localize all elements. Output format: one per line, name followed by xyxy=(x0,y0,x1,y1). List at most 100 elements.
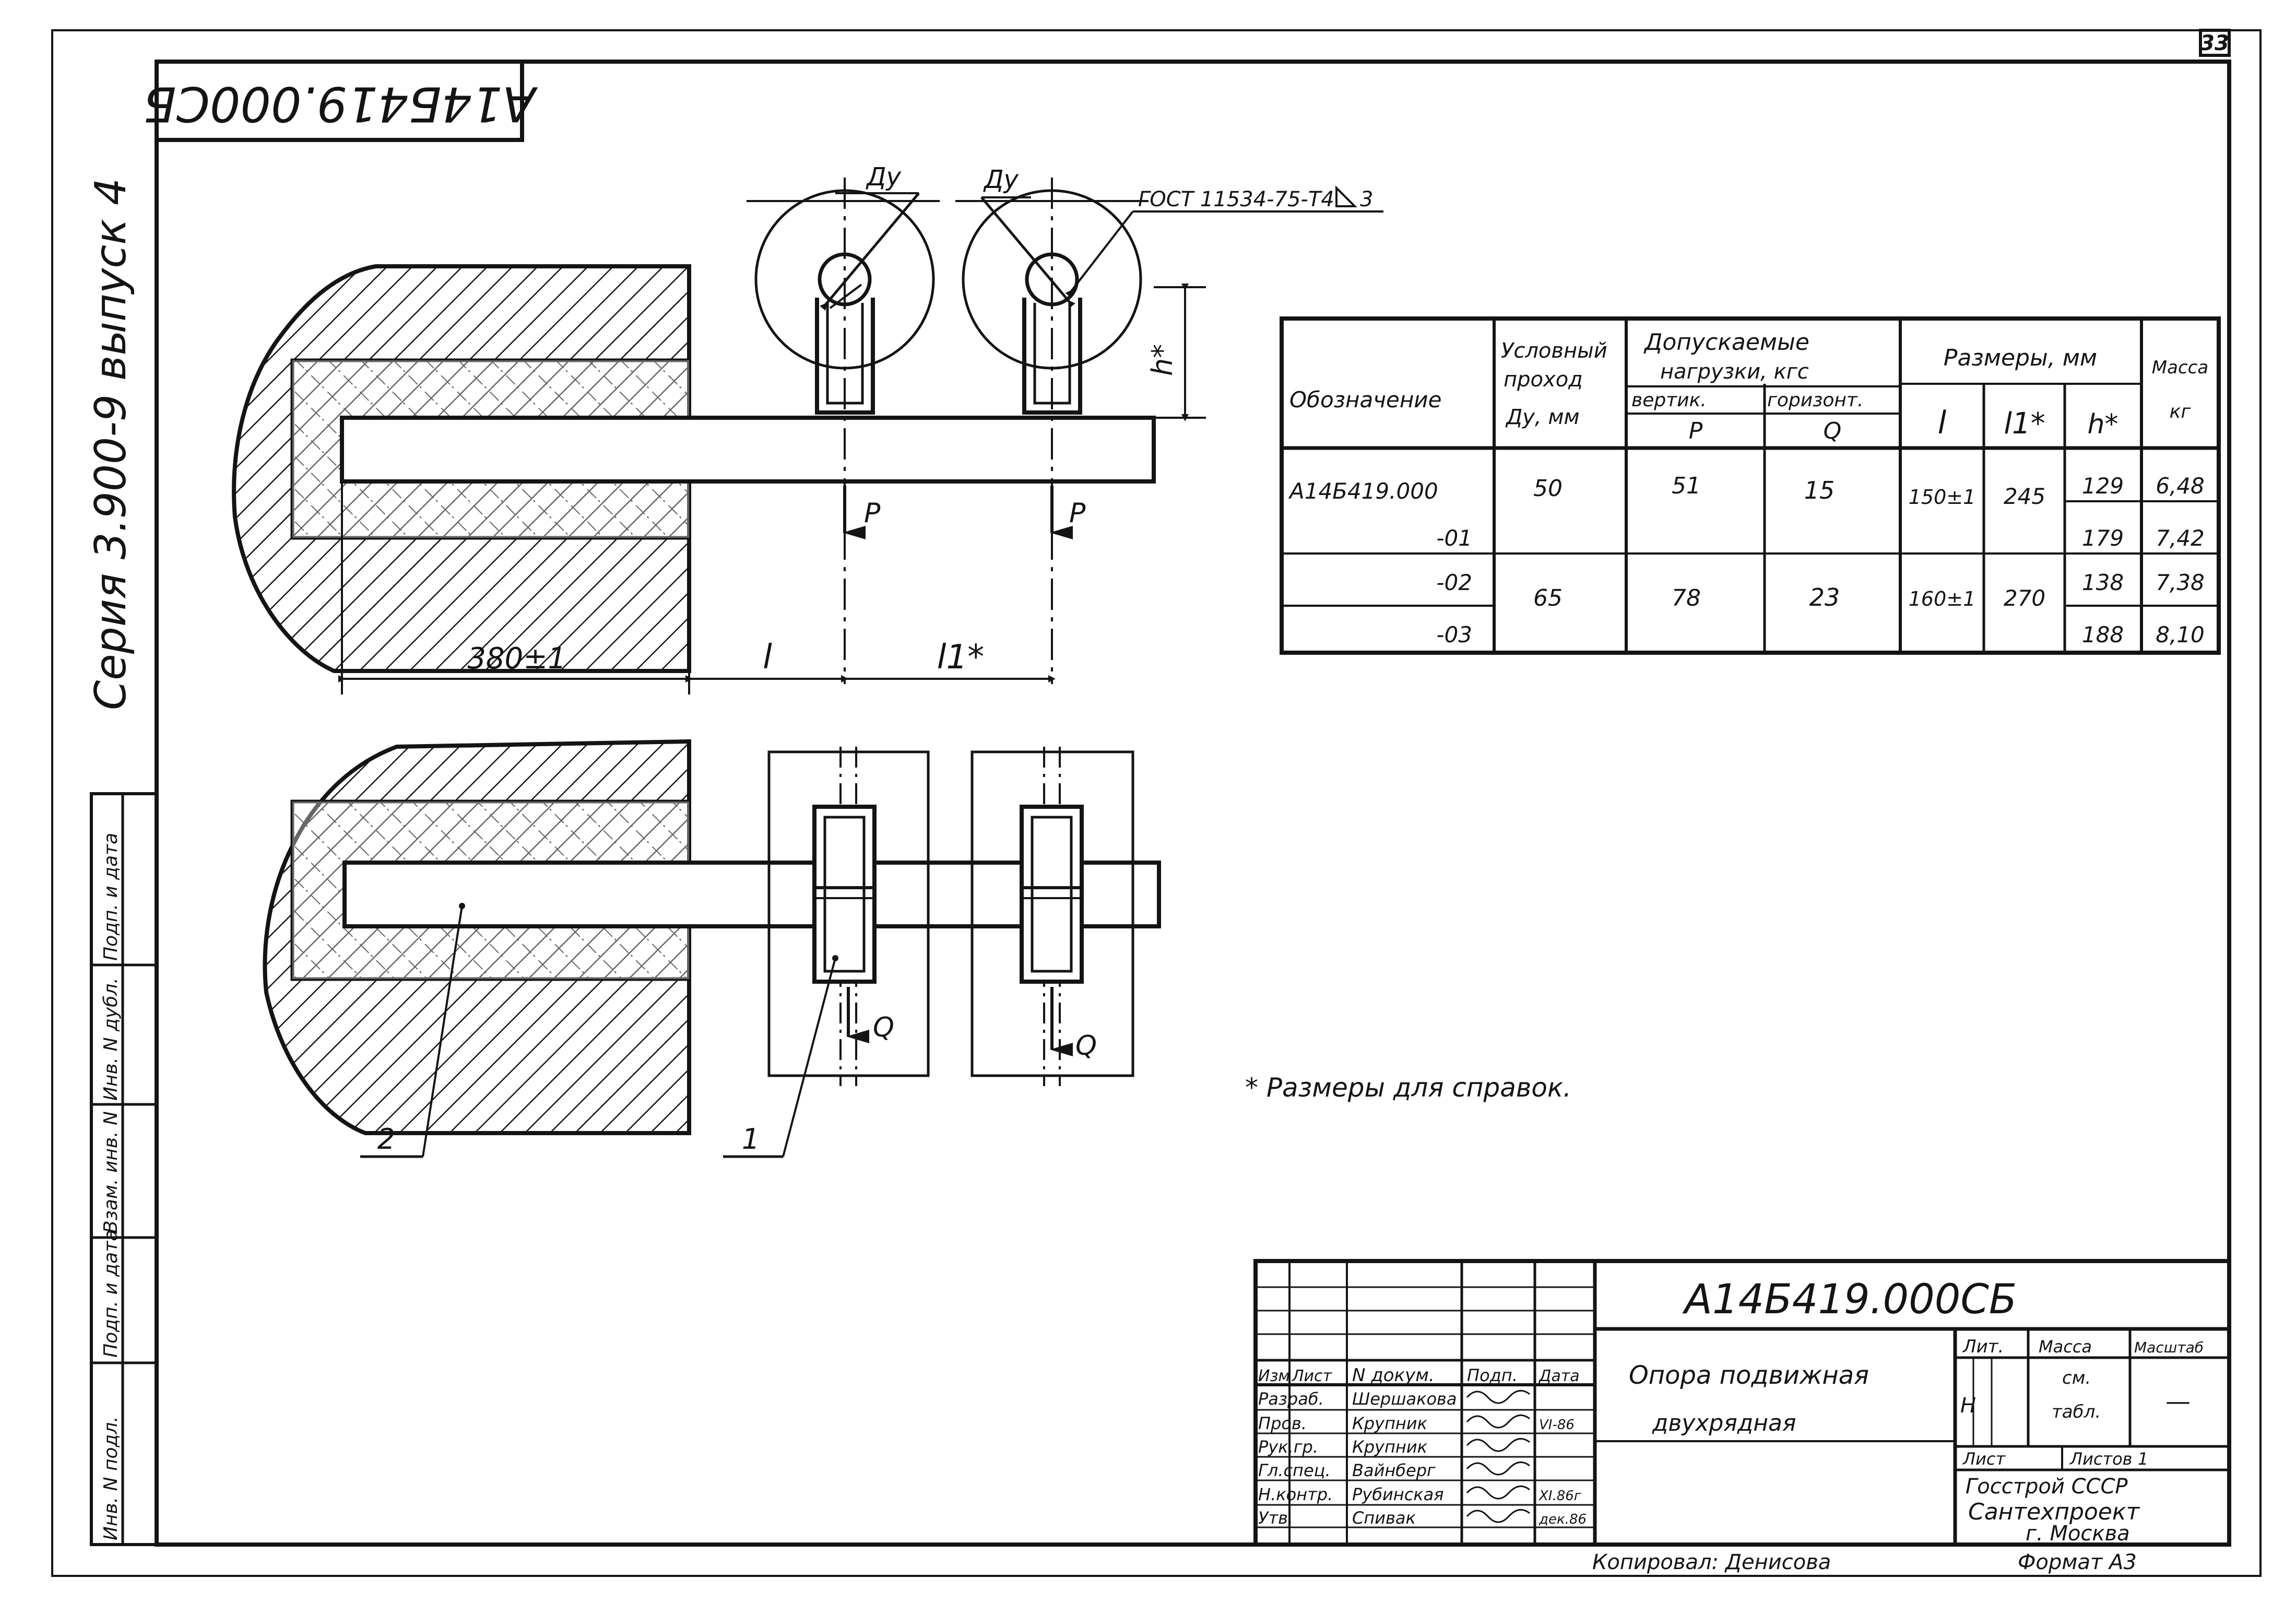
signature-mark xyxy=(1466,1485,1530,1500)
row0-mass: 6,48 xyxy=(2156,473,2205,499)
role-label: Разраб. xyxy=(1258,1389,1324,1409)
row2-bore: 65 xyxy=(1533,585,1563,611)
signature-mark xyxy=(1466,1414,1530,1429)
title-name-1: Опора подвижная xyxy=(1629,1361,1869,1390)
mass-label-3: табл. xyxy=(2052,1401,2101,1422)
row0-l1: 245 xyxy=(2004,484,2045,509)
h-star-label: h* xyxy=(1146,344,1179,376)
row2-l1: 270 xyxy=(2004,585,2045,611)
row0-bore: 50 xyxy=(1533,475,1563,502)
sheet-number-box xyxy=(2199,29,2231,57)
p-label-1: P xyxy=(864,498,881,529)
row1-mass: 7,42 xyxy=(2156,525,2205,551)
col-doc: N докум. xyxy=(1352,1365,1435,1386)
row1-designation: -01 xyxy=(1436,525,1472,551)
row2-q: 23 xyxy=(1809,583,1840,611)
copied-by: Копировал: Денисова xyxy=(1592,1550,1831,1574)
th-loads-1: Допускаемые xyxy=(1643,329,1809,356)
row2-p: 78 xyxy=(1672,585,1701,611)
elevation-view: Ду Ду ГОСТ 11534-75-Т4 3 h* P P 380±1 l … xyxy=(232,162,1383,694)
row0-h: 129 xyxy=(2082,473,2124,499)
du-label-2: Ду xyxy=(983,165,1019,194)
role-name: Рубинская xyxy=(1352,1485,1443,1504)
series-text: Серия 3.900-9 выпуск 4 xyxy=(86,178,136,710)
pipe-strip-2 xyxy=(971,750,1134,1077)
spec-table: Обозначение Условный проход Ду, мм Допус… xyxy=(1280,316,2221,655)
stamp-text-1: Инв. N подл. xyxy=(100,1416,122,1540)
th-q: Q xyxy=(1824,418,1842,444)
sheet-number: 33 xyxy=(2200,31,2229,55)
role-label: Утв. xyxy=(1258,1508,1293,1528)
th-p: P xyxy=(1689,418,1703,444)
q-label-1: Q xyxy=(873,1012,894,1043)
th-vert: вертик. xyxy=(1631,390,1707,411)
org-3: г. Москва xyxy=(2026,1522,2130,1546)
format-label: Формат А3 xyxy=(2018,1550,2137,1574)
row2-l: 160±1 xyxy=(1909,587,1976,610)
stamp-text-2: Подп. и дата xyxy=(100,1230,122,1358)
beam-top xyxy=(340,416,1156,484)
th-bore-1: Условный xyxy=(1501,339,1607,363)
lit-value: Н xyxy=(1960,1394,1976,1418)
pipe-support-2 xyxy=(955,178,1149,684)
outer-frame xyxy=(51,29,2262,1577)
th-dims: Размеры, мм xyxy=(1944,345,2097,371)
th-mass-2: кг xyxy=(2170,401,2192,422)
clamp-2 xyxy=(1020,805,1084,984)
stamp-text-4: Инв. N дубл. xyxy=(100,977,122,1101)
org-1: Госстрой СССР xyxy=(1966,1475,2128,1499)
role-label: Рук.гр. xyxy=(1258,1437,1318,1457)
du-label-1: Ду xyxy=(866,162,902,192)
scale-value: — xyxy=(2165,1387,2191,1416)
th-bore-3: Ду, мм xyxy=(1505,405,1580,429)
th-loads-2: нагрузки, кгс xyxy=(1660,360,1809,384)
th-h: h* xyxy=(2088,409,2119,440)
role-name: Спивак xyxy=(1352,1508,1416,1528)
th-l: l xyxy=(1938,405,1947,441)
stamp-text-5: Подп. и дата xyxy=(100,833,122,961)
q-label-2: Q xyxy=(1075,1030,1097,1062)
pipe-support-1 xyxy=(747,178,940,684)
role-date: VI-86 xyxy=(1539,1417,1575,1433)
note-text: * Размеры для справок. xyxy=(1245,1073,1571,1103)
dim-l1: l1* xyxy=(937,638,985,677)
row1-h: 179 xyxy=(2082,525,2124,551)
org-2: Сантехпроект xyxy=(1968,1499,2140,1525)
pos-1-label: 1 xyxy=(742,1123,760,1156)
clamp-1 xyxy=(812,805,877,984)
role-label: Пров. xyxy=(1258,1413,1307,1433)
row3-designation: -03 xyxy=(1436,622,1472,647)
row3-h: 188 xyxy=(2082,622,2124,647)
col-podp: Подп. xyxy=(1467,1365,1518,1385)
weld-triangle xyxy=(1335,185,1357,207)
signature-mark xyxy=(1466,1389,1530,1404)
signature-mark xyxy=(1466,1438,1530,1452)
th-horiz: горизонт. xyxy=(1767,390,1863,411)
row0-designation: А14Б419.000 xyxy=(1288,478,1438,504)
role-name: Крупник xyxy=(1352,1413,1428,1433)
row0-l: 150±1 xyxy=(1909,486,1976,509)
signature-mark xyxy=(1466,1461,1530,1476)
role-name: Шершакова xyxy=(1352,1389,1457,1409)
p-label-2: P xyxy=(1069,498,1086,529)
gost-label: ГОСТ 11534-75-Т4 xyxy=(1138,187,1334,211)
sheets-label: Листов 1 xyxy=(2069,1449,2148,1469)
lit-label: Лит. xyxy=(1962,1336,2004,1357)
row0-q: 15 xyxy=(1804,476,1835,504)
doc-code-box xyxy=(155,60,524,142)
sheet-label: Лист xyxy=(1962,1449,2006,1469)
row0-p: 51 xyxy=(1672,473,1701,499)
col-date: Дата xyxy=(1538,1367,1580,1385)
title-name-2: двухрядная xyxy=(1652,1410,1796,1436)
th-bore-2: проход xyxy=(1504,368,1583,392)
gost-mark: 3 xyxy=(1360,187,1373,211)
signature-mark xyxy=(1466,1509,1530,1523)
pos-2-label: 2 xyxy=(377,1123,395,1156)
row2-designation: -02 xyxy=(1436,570,1472,595)
stamp-text-3: Взам. инв. N xyxy=(100,1111,122,1233)
plan-view: Q Q 2 1 xyxy=(263,739,1161,1158)
role-label: Н.контр. xyxy=(1258,1485,1333,1504)
th-designation: Обозначение xyxy=(1289,387,1441,413)
